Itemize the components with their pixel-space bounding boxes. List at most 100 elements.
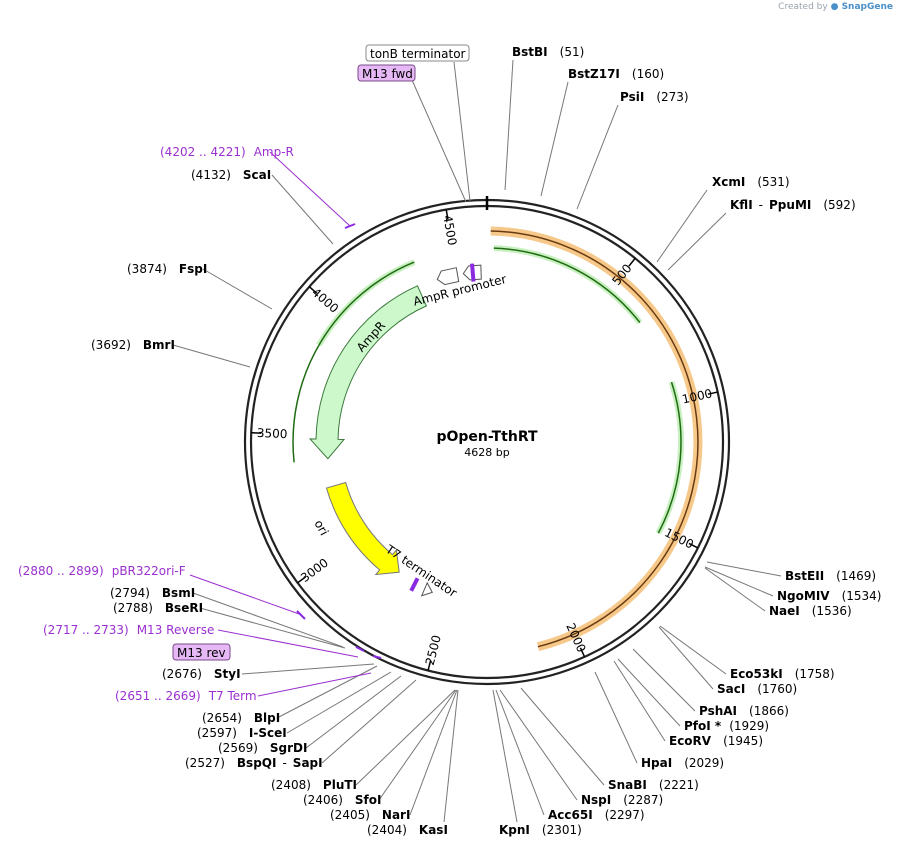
tick-label: 3500 — [257, 426, 288, 441]
primer-pbr322ori-f: (2880 .. 2899)pBR322ori-F — [18, 564, 186, 578]
leader-line — [286, 671, 392, 734]
enzyme-scai: (4132)ScaI — [191, 168, 271, 182]
leader-line — [594, 671, 638, 764]
leader-line — [704, 567, 766, 612]
tick-mark — [427, 660, 432, 671]
primer-t7-term: (2651 .. 2669)T7 Term — [115, 689, 257, 703]
leader-line — [706, 561, 782, 577]
enzyme-pfoi: PfoI *(1929) — [684, 719, 769, 733]
leader-line — [411, 79, 467, 203]
t7-promoter-arrow — [420, 581, 433, 597]
leader-line — [495, 689, 545, 816]
enzyme-eco53ki: Eco53kI(1758) — [730, 667, 835, 681]
leader-line — [504, 59, 514, 191]
enzyme-pshai: PshAI(1866) — [699, 704, 789, 718]
enzyme-saci: SacI(1760) — [717, 682, 797, 696]
leader-line — [409, 689, 458, 816]
snapgene-brand: SnapGene — [841, 2, 893, 12]
ampr-arrow — [308, 285, 428, 460]
tick-label: 4500 — [440, 214, 459, 247]
enzyme-nari: (2405)NarI — [330, 808, 410, 822]
leader-line — [172, 344, 251, 368]
leader-line — [453, 61, 471, 202]
plasmid-length: 4628 bp — [464, 446, 509, 459]
tick-mark — [297, 576, 307, 584]
ori-arrow — [325, 481, 400, 576]
m13-fwd-box — [357, 64, 416, 82]
enzyme-bmri: (3692)BmrI — [91, 338, 175, 352]
primer-mark — [344, 223, 356, 229]
label-leader-lines — [172, 59, 782, 823]
enzyme-xcmi: XcmI(531) — [712, 175, 790, 189]
tick-label: 2500 — [423, 634, 444, 667]
primer-m13-reverse: (2717 .. 2733)M13 Reverse — [43, 623, 214, 637]
leader-line — [321, 679, 417, 764]
enzyme-pluti: (2408)PluTI — [271, 778, 357, 792]
tick-label: 1000 — [681, 386, 714, 406]
leader-line — [271, 174, 334, 245]
leader-line — [241, 663, 375, 675]
enzyme-blpi: (2654)BlpI — [202, 711, 280, 725]
leader-line — [704, 566, 774, 597]
enzyme-styi: (2676)StyI — [162, 667, 241, 681]
enzyme-nspi: NspI(2287) — [581, 793, 663, 807]
t7-terminator-mark — [409, 577, 420, 592]
leader-line — [617, 658, 681, 727]
enzyme-bspqi-sapi: (2527)BspQI-SapI — [185, 756, 323, 770]
leader-line — [305, 675, 402, 749]
leader-line — [659, 625, 727, 675]
leader-line — [189, 574, 303, 616]
tick-label: 4000 — [309, 285, 341, 316]
tick-mark — [688, 542, 699, 549]
snapgene-credit: Created by ● SnapGene — [778, 2, 893, 12]
enzyme-kasi: (2404)KasI — [367, 823, 448, 837]
leader-line — [257, 672, 372, 697]
leader-line — [276, 665, 378, 719]
enzyme-bstbi: BstBI(51) — [512, 45, 584, 59]
enzyme-bsmi: (2794)BsmI — [110, 586, 195, 600]
m13-fwd-mark — [470, 263, 476, 282]
tick-mark — [308, 286, 318, 294]
feature-arrows — [292, 226, 703, 652]
enzyme-bstz17i: BstZ17I(160) — [568, 67, 664, 81]
orf-green-b — [657, 381, 682, 534]
enzyme-sfoi: (2406)SfoI — [303, 793, 381, 807]
credit-prefix: Created by — [778, 2, 828, 12]
orf-line — [490, 230, 699, 648]
enzyme-naei: NaeI(1536) — [769, 604, 852, 618]
primer-amp-r: (4202 .. 4221)Amp-R — [160, 145, 294, 159]
leader-line — [192, 592, 344, 648]
leader-line — [199, 607, 346, 649]
plasmid-name: pOpen-TthRT — [436, 429, 538, 445]
enzyme-snabi: SnaBI(2221) — [608, 778, 699, 792]
enzyme-hpai: HpaI(2029) — [641, 756, 724, 770]
tick-label: 3000 — [298, 556, 331, 585]
enzyme-ngomiv: NgoMIV(1534) — [777, 589, 881, 603]
leader-line — [217, 629, 359, 658]
enzyme-bsteii: BstEII(1469) — [785, 569, 876, 583]
enzyme-sgrdi: (2569)SgrDI — [218, 741, 307, 755]
tonb-terminator-label: tonB terminator — [370, 47, 466, 61]
leader-line — [667, 212, 727, 271]
snapgene-logo: ● — [830, 2, 842, 12]
enzyme-kfli-ppumi: KflI-PpuMI(592) — [730, 198, 856, 212]
m13-fwd-label: M13 fwd — [362, 67, 413, 81]
leader-line — [658, 626, 714, 690]
enzyme-acc65i: Acc65I(2297) — [548, 808, 645, 822]
primer-mark — [372, 655, 382, 659]
leader-line — [632, 648, 696, 712]
leader-line — [355, 689, 456, 786]
ori-label: ori — [312, 518, 332, 538]
leader-line — [613, 660, 666, 742]
enzyme-i-scei: (2597)I-SceI — [197, 726, 287, 740]
tick-mark — [628, 257, 636, 267]
leader-line — [656, 189, 708, 263]
enzyme-psii: PsiI(273) — [620, 90, 689, 104]
leader-line — [443, 689, 459, 823]
leader-line — [540, 81, 569, 197]
primer-mark — [355, 646, 365, 652]
m13-rev-label: M13 rev — [177, 646, 226, 660]
orf-green-a — [493, 247, 641, 324]
